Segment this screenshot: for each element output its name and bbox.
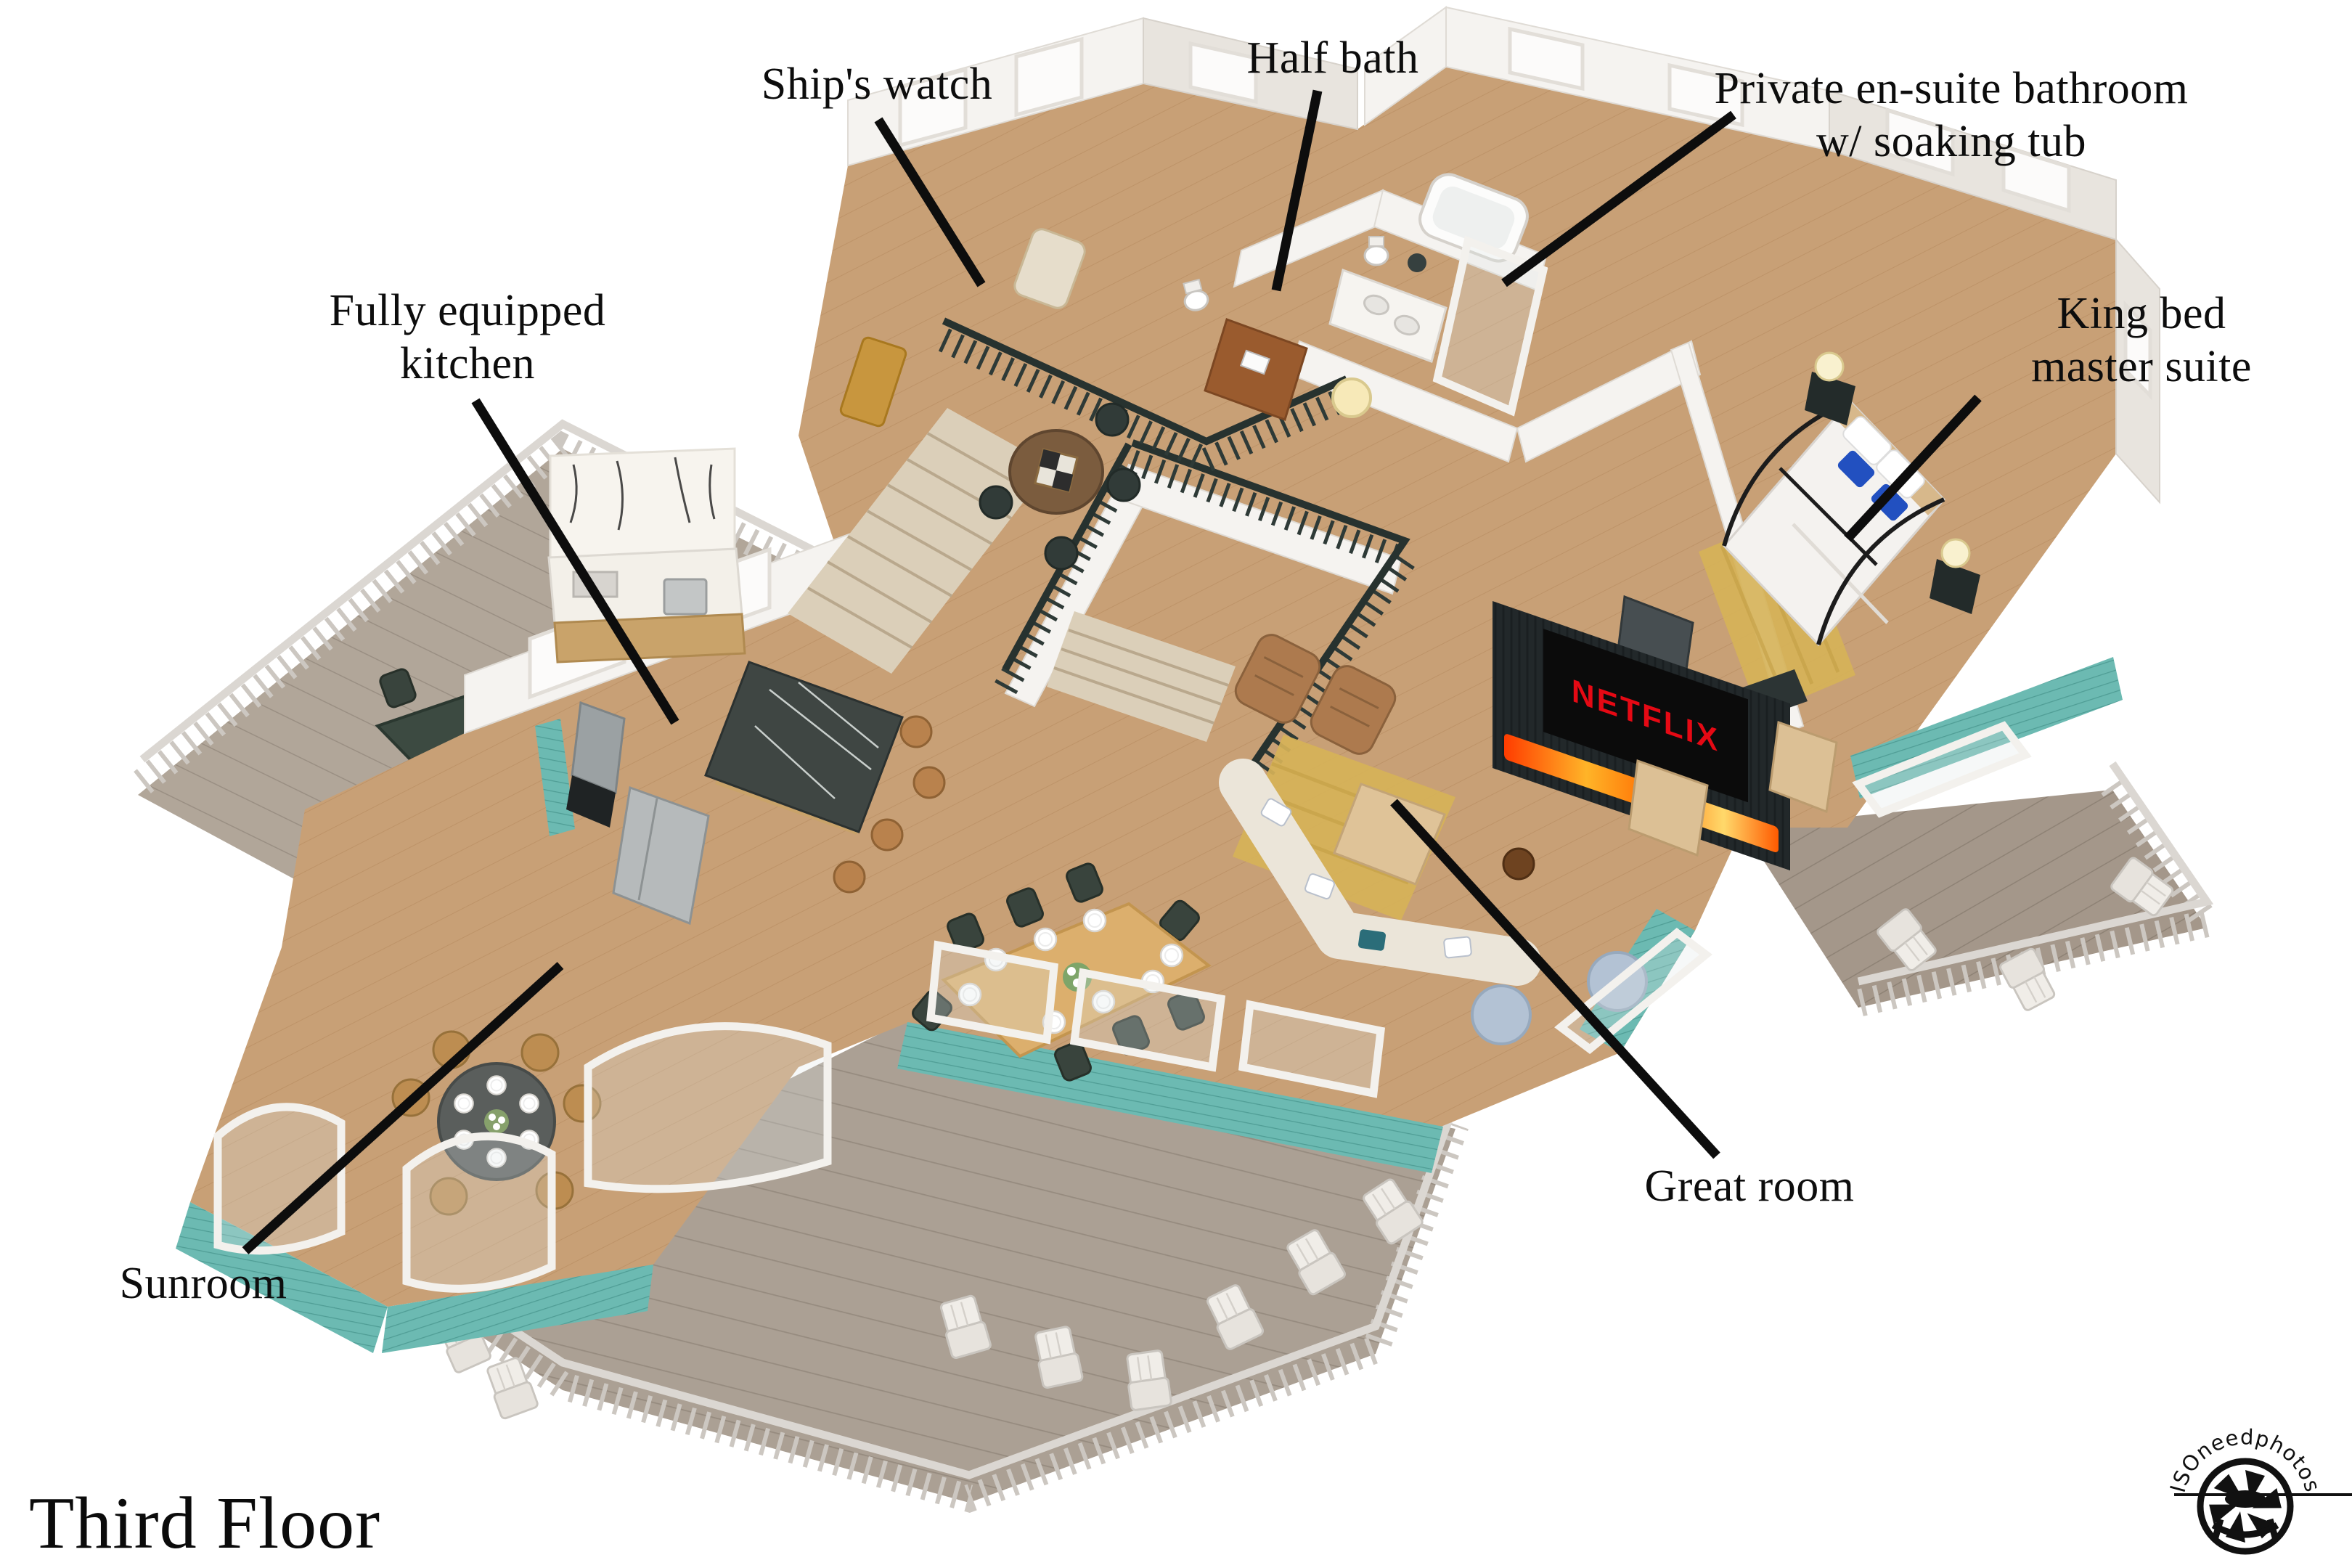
shower xyxy=(1432,235,1548,417)
leader-line-ships-watch xyxy=(874,117,986,287)
stairwell-down xyxy=(938,317,1424,799)
bar-stool xyxy=(912,766,946,799)
annotation-king-line2: master suite xyxy=(2031,342,2252,392)
annotation-king-line1: King bed xyxy=(2057,289,2226,338)
bar-stool xyxy=(833,860,866,894)
ensuite-bathroom xyxy=(1328,173,1548,417)
great-room: NETFLIX xyxy=(1219,601,1838,1054)
leader-line-sunroom xyxy=(242,962,564,1254)
armchair xyxy=(1013,228,1086,309)
bar-stool xyxy=(870,818,904,852)
annotation-king-suite: King bed master suite xyxy=(2031,287,2252,393)
bar-stool xyxy=(899,715,933,748)
lamp xyxy=(1940,538,1971,568)
leader-line-half-bath xyxy=(1271,89,1323,292)
annotation-kitchen-line2: kitchen xyxy=(399,339,535,389)
leader-line-ensuite xyxy=(1501,110,1736,287)
media-shelf xyxy=(1628,759,1709,857)
leader-line-kitchen xyxy=(471,398,679,725)
soaking-tub xyxy=(1418,173,1529,263)
bar-cart xyxy=(839,336,907,428)
dishwasher xyxy=(663,578,708,616)
toilet xyxy=(1363,236,1389,266)
chess-board xyxy=(1034,448,1079,493)
side-table xyxy=(1502,847,1535,881)
ships-watch-room xyxy=(839,228,1372,571)
refrigerator xyxy=(612,785,710,926)
main-staircase xyxy=(788,408,1051,674)
deck-right xyxy=(1742,761,2230,1017)
annotation-ensuite-line2: w/ soaking tub xyxy=(1816,117,2087,167)
media-shelf xyxy=(1768,720,1838,814)
annotation-ensuite-line1: Private en-suite bathroom xyxy=(1714,64,2189,113)
king-bed xyxy=(1722,399,1946,647)
cabinets xyxy=(553,613,746,663)
nightstand xyxy=(1805,372,1855,425)
annotation-ships-watch: Ship's watch xyxy=(761,60,993,109)
vanity xyxy=(1328,269,1447,363)
half-bath-toilet xyxy=(1183,278,1209,311)
recliner xyxy=(1234,634,1321,724)
range xyxy=(566,775,616,828)
annotation-kitchen: Fully equipped kitchen xyxy=(330,285,606,391)
drone-icon xyxy=(2174,1490,2352,1541)
recliner xyxy=(1310,665,1397,755)
lamp xyxy=(1814,351,1845,382)
watermark-logo: ISOneedphotos xyxy=(2165,1424,2352,1555)
leader-lines xyxy=(242,89,1982,1254)
coffee-table xyxy=(1333,783,1446,886)
annotation-kitchen-line1: Fully equipped xyxy=(329,286,606,335)
leader-line-great-room xyxy=(1390,799,1720,1159)
netflix-screen xyxy=(1543,629,1748,803)
bath-stool xyxy=(1408,253,1426,272)
laptop xyxy=(1239,349,1271,375)
page-title: Third Floor xyxy=(29,1482,381,1564)
master-rug xyxy=(1699,513,1855,716)
sunroom xyxy=(213,1022,832,1293)
kitchen-island xyxy=(704,661,904,835)
annotation-ensuite: Private en-suite bathroom w/ soaking tub xyxy=(1715,62,2189,168)
leader-line-king-suite xyxy=(1844,394,1982,542)
annotation-half-bath: Half bath xyxy=(1246,33,1419,83)
accent-chair xyxy=(1471,984,1532,1045)
annotation-sunroom: Sunroom xyxy=(119,1259,287,1308)
kitchen xyxy=(547,447,946,926)
floor-lamp xyxy=(1331,377,1372,418)
nightstand xyxy=(1930,559,1980,614)
walls xyxy=(464,6,2160,735)
dining-area xyxy=(909,860,1386,1098)
annotation-great-room: Great room xyxy=(1644,1161,1855,1211)
